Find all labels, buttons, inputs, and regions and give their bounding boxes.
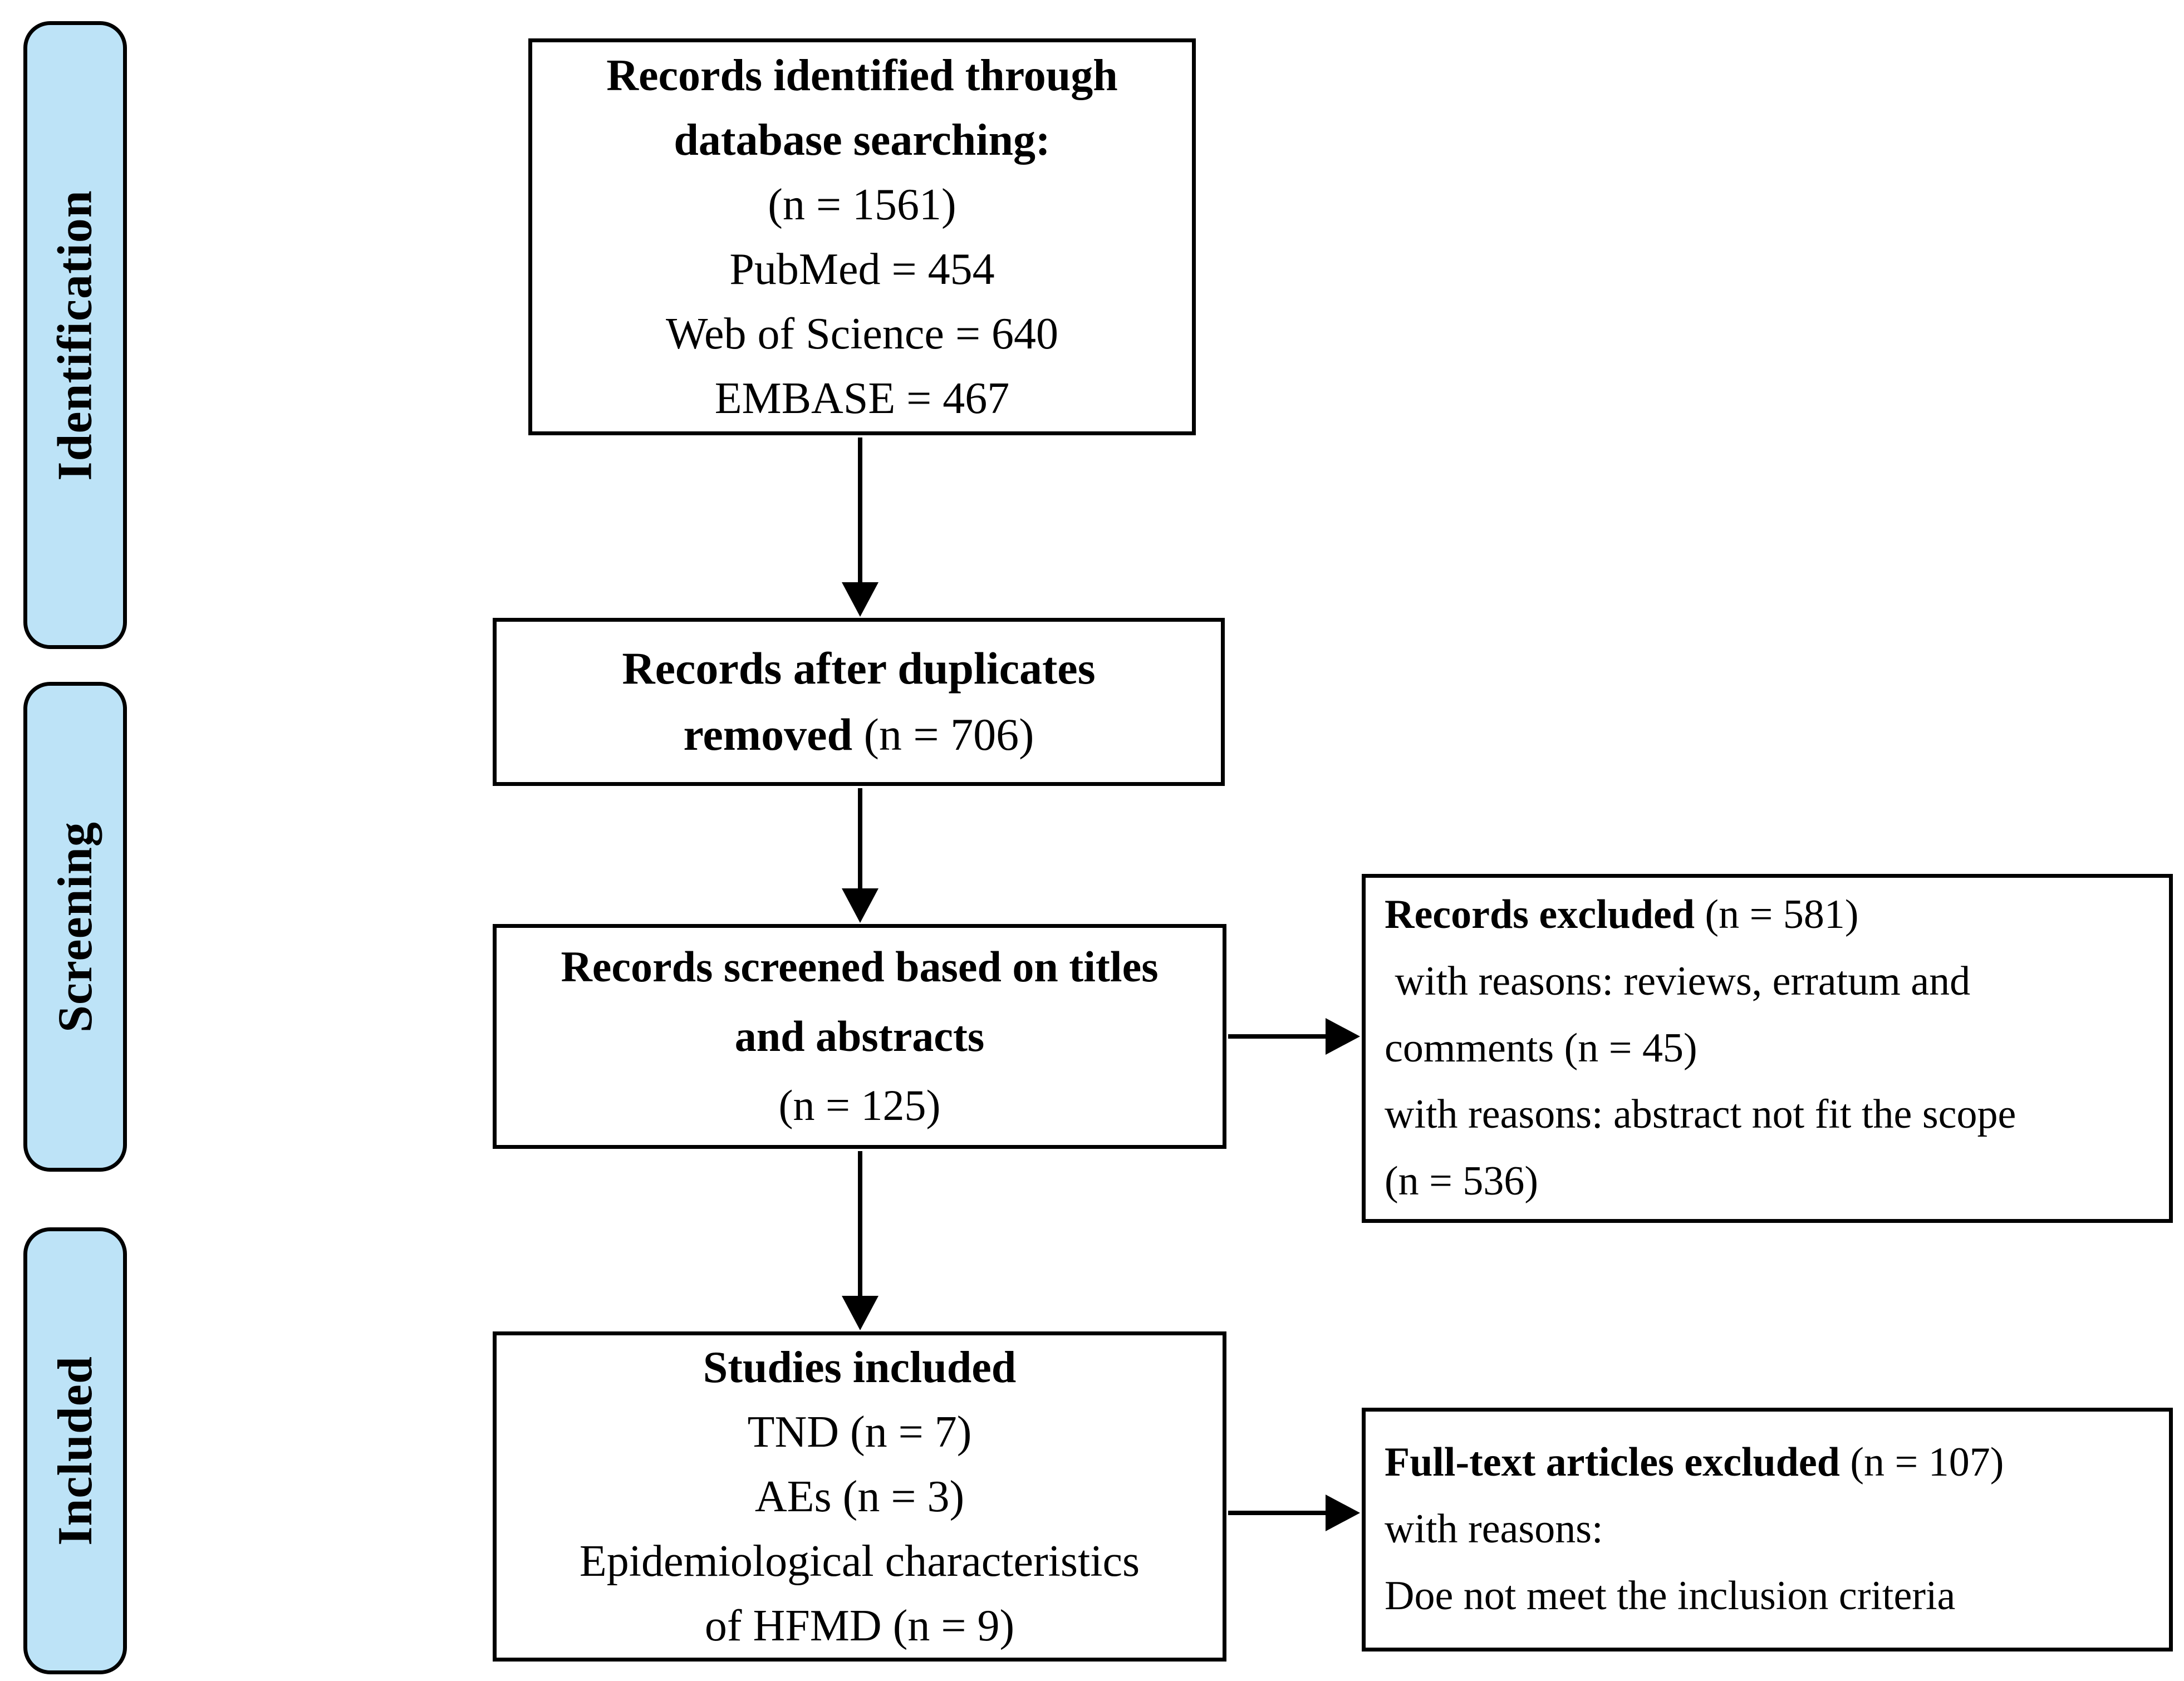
box-records-identified: Records identified through database sear… xyxy=(528,38,1196,435)
box-records-screened: Records screened based on titles and abs… xyxy=(493,924,1226,1149)
screened-line1: Records screened based on titles xyxy=(561,942,1159,991)
records-identified-title-line1: Records identified through xyxy=(606,51,1118,100)
records-excluded-count: (n = 581) xyxy=(1695,891,1859,937)
stage-identification-label: Identification xyxy=(48,189,102,481)
fulltext-excluded-line1: Full-text articles excluded (n = 107) xyxy=(1385,1429,2004,1496)
stage-screening: Screening xyxy=(23,682,127,1172)
screened-count: (n = 125) xyxy=(778,1081,941,1130)
stage-included-label: Included xyxy=(48,1356,102,1546)
stage-included: Included xyxy=(23,1227,127,1674)
arrowhead-studies-to-fulltext-excluded xyxy=(1326,1495,1360,1531)
stage-screening-label: Screening xyxy=(48,821,102,1033)
fulltext-excluded-title: Full-text articles excluded xyxy=(1385,1439,1840,1486)
records-excluded-line1: Records excluded (n = 581) xyxy=(1385,882,1859,948)
records-excluded-line2: with reasons: reviews, erratum and xyxy=(1385,958,1971,1004)
studies-included-title: Studies included xyxy=(703,1343,1017,1392)
box-studies-included: Studies included TND (n = 7) AEs (n = 3)… xyxy=(493,1331,1226,1662)
box-records-after-duplicates: Records after duplicates removed (n = 70… xyxy=(493,618,1225,786)
duplicates-line1: Records after duplicates xyxy=(622,643,1096,694)
duplicates-line2-count: (n = 706) xyxy=(852,709,1034,760)
studies-included-epi-line2: of HFMD (n = 9) xyxy=(704,1601,1015,1650)
studies-included-tnd: TND (n = 7) xyxy=(747,1407,972,1457)
arrowhead-identified-to-duplicates xyxy=(842,582,878,617)
studies-included-epi-line1: Epidemiological characteristics xyxy=(579,1536,1140,1586)
records-identified-web-of-science: Web of Science = 640 xyxy=(665,309,1059,358)
records-identified-pubmed: PubMed = 454 xyxy=(729,244,995,294)
records-excluded-line4: with reasons: abstract not fit the scope xyxy=(1385,1092,2016,1138)
arrowhead-screened-to-records-excluded xyxy=(1326,1018,1360,1055)
records-identified-embase: EMBASE = 467 xyxy=(714,373,1010,423)
box-records-excluded: Records excluded (n = 581) with reasons:… xyxy=(1362,874,2173,1223)
fulltext-excluded-count: (n = 107) xyxy=(1839,1439,2004,1486)
records-excluded-line5: (n = 536) xyxy=(1385,1158,1539,1205)
arrowhead-duplicates-to-screened xyxy=(842,888,878,923)
records-excluded-title: Records excluded xyxy=(1385,891,1695,937)
studies-included-aes: AEs (n = 3) xyxy=(754,1472,965,1521)
stage-identification: Identification xyxy=(23,21,127,649)
records-identified-title-line2: database searching: xyxy=(674,115,1051,165)
duplicates-line2: removed (n = 706) xyxy=(684,702,1034,768)
box-fulltext-excluded: Full-text articles excluded (n = 107) wi… xyxy=(1362,1408,2173,1651)
duplicates-line2-bold: removed xyxy=(683,709,853,760)
arrowhead-screened-to-studies xyxy=(842,1296,878,1330)
fulltext-excluded-line3: Doe not meet the inclusion criteria xyxy=(1385,1572,1956,1619)
screened-line2: and abstracts xyxy=(734,1011,985,1060)
records-identified-count: (n = 1561) xyxy=(768,180,956,229)
records-excluded-line3: comments (n = 45) xyxy=(1385,1025,1697,1071)
fulltext-excluded-line2: with reasons: xyxy=(1385,1506,1603,1552)
